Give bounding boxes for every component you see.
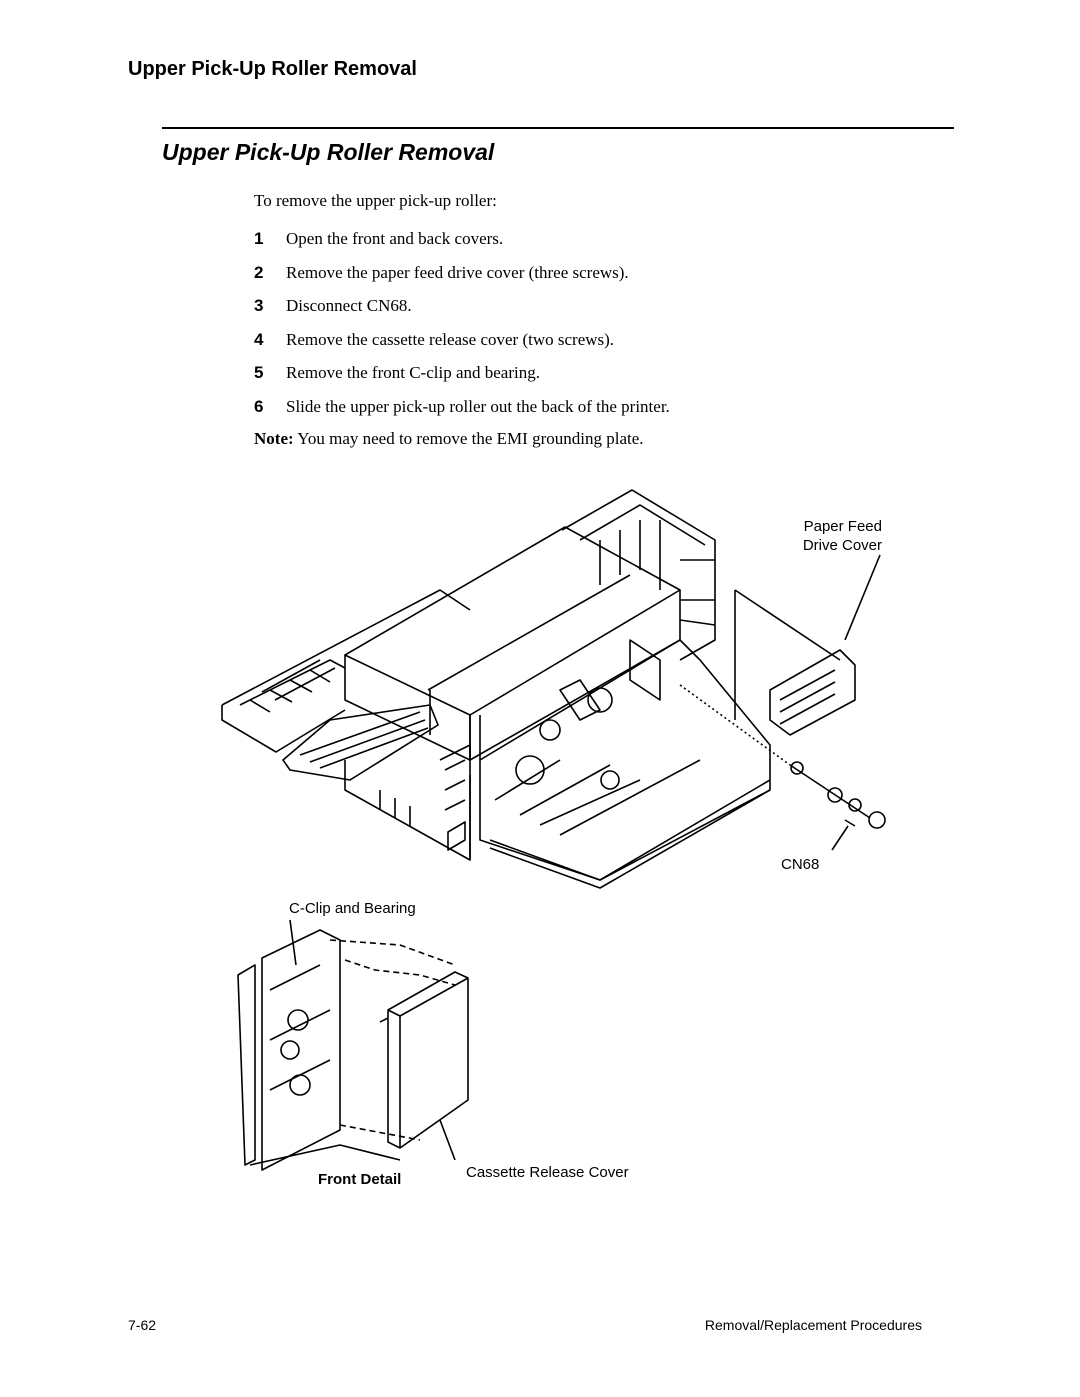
paper-feed-cover-drawing xyxy=(734,554,881,736)
step-number: 1 xyxy=(254,229,264,248)
step-number: 6 xyxy=(254,396,264,416)
step-number: 2 xyxy=(254,262,264,282)
callout-line: Paper Feed xyxy=(803,518,882,535)
callout-c-clip-bearing: C-Clip and Bearing xyxy=(289,900,416,917)
step-item: 5 Remove the front C-clip and bearing. xyxy=(254,363,670,397)
step-text: Slide the upper pick-up roller out the b… xyxy=(286,396,670,416)
step-number: 3 xyxy=(254,296,264,315)
callout-line: Drive Cover xyxy=(802,537,882,554)
callout-cn68: CN68 xyxy=(781,856,820,873)
front-detail-label: Front Detail xyxy=(318,1171,402,1188)
step-text: Remove the front C-clip and bearing. xyxy=(286,363,540,382)
step-number: 5 xyxy=(254,363,264,382)
step-text: Disconnect CN68. xyxy=(286,296,412,315)
step-item: 4 Remove the cassette release cover (two … xyxy=(254,330,670,364)
step-item: 3 Disconnect CN68. xyxy=(254,296,670,330)
note-text: Note: You may need to remove the EMI gro… xyxy=(254,429,644,449)
step-text: Open the front and back covers. xyxy=(286,229,504,248)
chapter-title: Removal/Replacement Procedures xyxy=(704,1317,922,1333)
section-rule xyxy=(162,127,954,129)
note-label: Note: xyxy=(254,429,294,448)
intro-text: To remove the upper pick-up roller: xyxy=(254,191,497,210)
step-text: Remove the paper feed drive cover (three… xyxy=(286,262,629,282)
note-body: You may need to remove the EMI grounding… xyxy=(293,429,644,448)
printer-interior-drawing xyxy=(479,639,771,889)
printer-body-drawing xyxy=(221,526,681,861)
step-number: 4 xyxy=(254,329,264,349)
step-item: 2 Remove the paper feed drive cover (thre… xyxy=(254,263,670,297)
step-text: Remove the cassette release cover (two s… xyxy=(286,329,615,349)
page-number: 7-62 xyxy=(128,1317,157,1333)
roller-shaft-drawing xyxy=(679,684,886,851)
step-item: 1 Open the front and back covers. xyxy=(254,229,670,263)
section-title: Upper Pick-Up Roller Removal xyxy=(162,139,495,165)
running-header-title: Upper Pick-Up Roller Removal xyxy=(128,58,417,80)
rear-frame-drawing xyxy=(561,489,716,661)
step-item: 6 Slide the upper pick-up roller out the … xyxy=(254,397,670,431)
callout-paper-feed-drive-cover: Paper Feed Drive Cover xyxy=(760,517,882,555)
callout-cassette-release-cover: Cassette Release Cover xyxy=(466,1164,629,1181)
front-detail-drawing xyxy=(237,919,469,1171)
